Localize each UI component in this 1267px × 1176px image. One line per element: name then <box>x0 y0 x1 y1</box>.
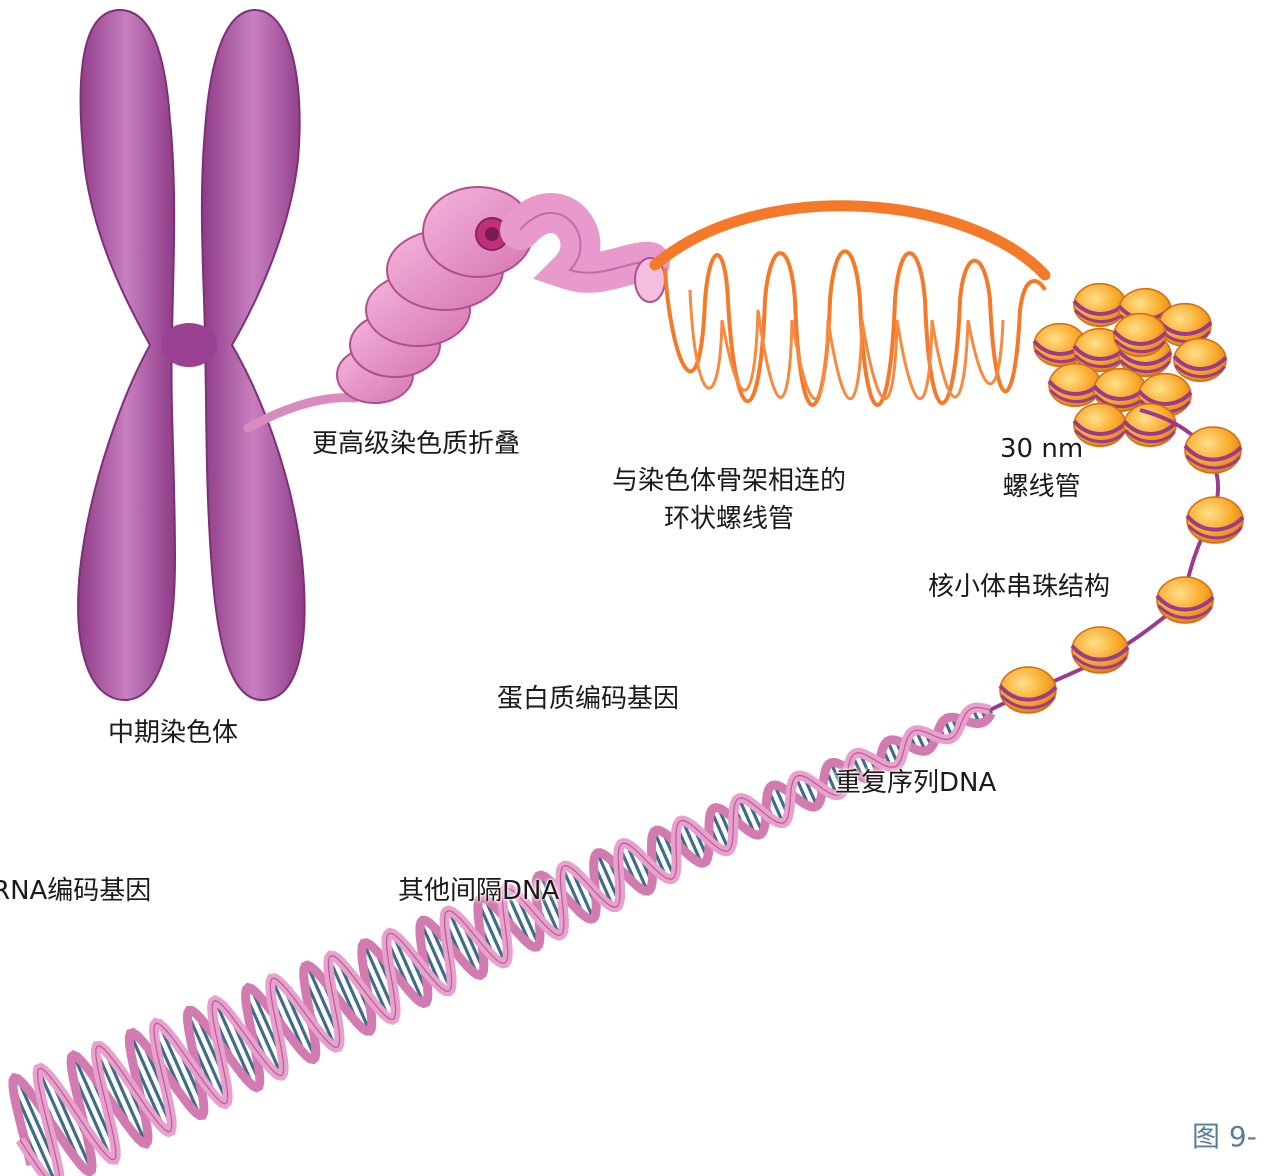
base-pair <box>988 709 993 714</box>
label-repetitive-dna: 重复序列DNA <box>835 768 997 798</box>
nucleosome <box>1155 576 1215 624</box>
base-pair <box>213 999 255 1087</box>
nucleosome <box>1122 402 1178 448</box>
base-pair <box>244 993 284 1077</box>
base-pair <box>186 1012 229 1103</box>
figure-number: 图 9- <box>1192 1120 1257 1153</box>
dna-double-helix <box>8 702 996 1176</box>
nucleosome <box>1092 367 1148 413</box>
base-pair <box>157 1023 202 1117</box>
base-pair <box>652 830 676 878</box>
nucleosome <box>1185 496 1245 544</box>
nucleosome <box>1183 426 1243 474</box>
nucleosome <box>998 666 1058 714</box>
base-pair <box>709 810 731 851</box>
base-pair <box>447 909 479 976</box>
scaffold-loop-solenoid <box>649 200 1051 407</box>
nucleosome <box>1070 626 1130 674</box>
label-higher-order-folding: 更高级染色质折叠 <box>312 429 521 459</box>
solenoid-30nm <box>1032 282 1228 448</box>
nucleosome <box>1072 402 1128 448</box>
nucleosome <box>1047 362 1103 408</box>
nucleosome <box>1172 337 1228 383</box>
base-pair <box>419 921 453 990</box>
nucleosome <box>1112 312 1168 358</box>
base-pair <box>391 933 426 1005</box>
label-30nm-line2: 螺线管 <box>1002 472 1081 502</box>
label-scaffold-loops-line2: 环状螺线管 <box>664 504 795 534</box>
chromosome-chromatid-right <box>200 8 306 702</box>
base-pair <box>681 819 703 864</box>
label-other-spacer-dna: 其他间隔DNA <box>398 876 560 906</box>
centromere <box>161 323 217 367</box>
label-protein-coding-gene: 蛋白质编码基因 <box>497 684 680 714</box>
label-metaphase-chromosome: 中期染色体 <box>108 718 239 748</box>
nucleosome-beads <box>998 426 1245 714</box>
higher-order-folded-chromatin <box>336 186 670 404</box>
chromosome-chromatid-left <box>77 8 177 702</box>
label-scaffold-loops-line1: 与染色体骨架相连的 <box>612 466 847 496</box>
label-scaffold-loops: 与染色体骨架相连的 环状螺线管 <box>612 462 846 538</box>
nucleosome <box>1072 282 1128 328</box>
label-30nm-solenoid: 30 nm 螺线管 <box>1000 430 1083 506</box>
label-30nm-line1: 30 nm <box>1000 434 1084 464</box>
label-beads-on-string: 核小体串珠结构 <box>928 572 1111 602</box>
base-pair <box>128 1032 174 1128</box>
label-rna-coding-gene: RNA编码基因 <box>0 876 152 906</box>
metaphase-chromosome <box>77 8 306 702</box>
chromatin-thread <box>243 393 360 433</box>
dna-backbone-strand-a-edge <box>19 706 991 1176</box>
base-pair <box>476 901 507 964</box>
